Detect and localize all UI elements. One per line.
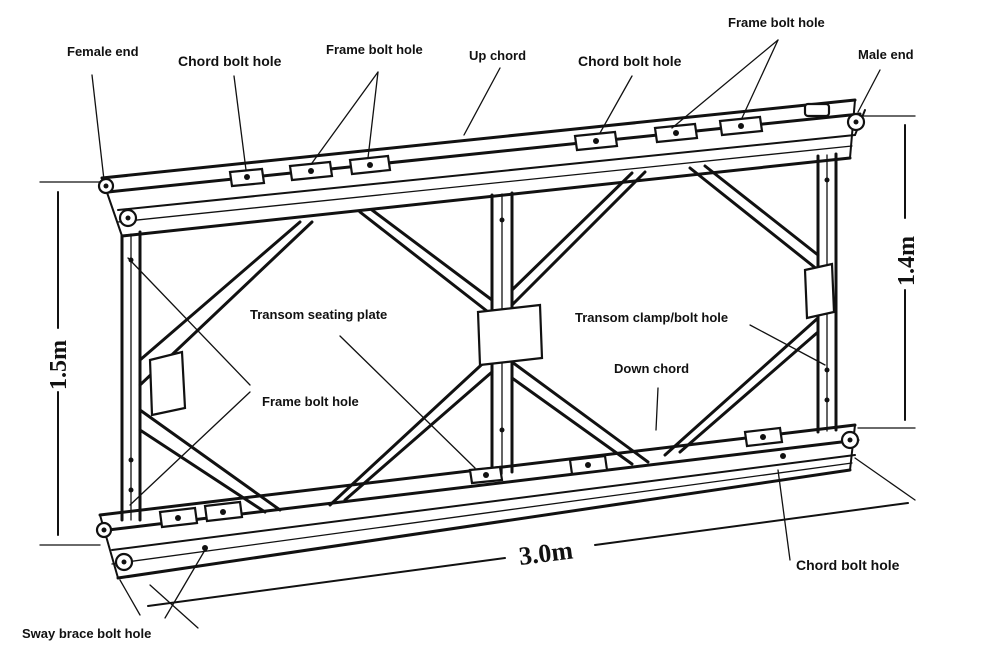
dimension-labels: 1.5m 1.4m 3.0m — [46, 236, 920, 571]
dimension-lines — [39, 115, 916, 616]
label-frame-bolt-hole-lower: Frame bolt hole — [262, 394, 359, 409]
gusset-plates — [148, 262, 836, 417]
label-male-end: Male end — [858, 47, 914, 62]
bottom-chord — [98, 423, 860, 580]
label-chord-bolt-hole-bottom: Chord bolt hole — [796, 557, 900, 573]
label-down-chord: Down chord — [614, 361, 689, 376]
label-sway-brace-bolt-hole: Sway brace bolt hole — [22, 626, 151, 641]
label-female-end: Female end — [67, 44, 139, 59]
label-frame-bolt-hole-top-right: Frame bolt hole — [728, 15, 825, 30]
label-frame-bolt-hole-top-left: Frame bolt hole — [326, 42, 423, 57]
truss-panel — [95, 98, 866, 580]
end-lugs — [95, 102, 866, 572]
end-post-left — [120, 230, 142, 522]
dimension-length: 3.0m — [517, 536, 575, 571]
labels: Female end Chord bolt hole Frame bolt ho… — [22, 15, 914, 641]
label-chord-bolt-hole-left: Chord bolt hole — [178, 53, 282, 69]
top-chord-bolt-plates — [228, 115, 764, 188]
leader-lines — [91, 39, 881, 629]
label-transom-clamp-bolt-hole: Transom clamp/bolt hole — [575, 310, 728, 325]
label-chord-bolt-hole-top-right: Chord bolt hole — [578, 53, 682, 69]
label-up-chord: Up chord — [469, 48, 526, 63]
dimension-height-left: 1.5m — [46, 340, 72, 390]
post-holes — [128, 177, 830, 493]
dimension-height-right: 1.4m — [894, 236, 920, 286]
label-transom-seating-plate: Transom seating plate — [250, 307, 387, 322]
bottom-chord-bolt-plates — [158, 426, 786, 551]
diagonal-braces — [138, 164, 820, 514]
